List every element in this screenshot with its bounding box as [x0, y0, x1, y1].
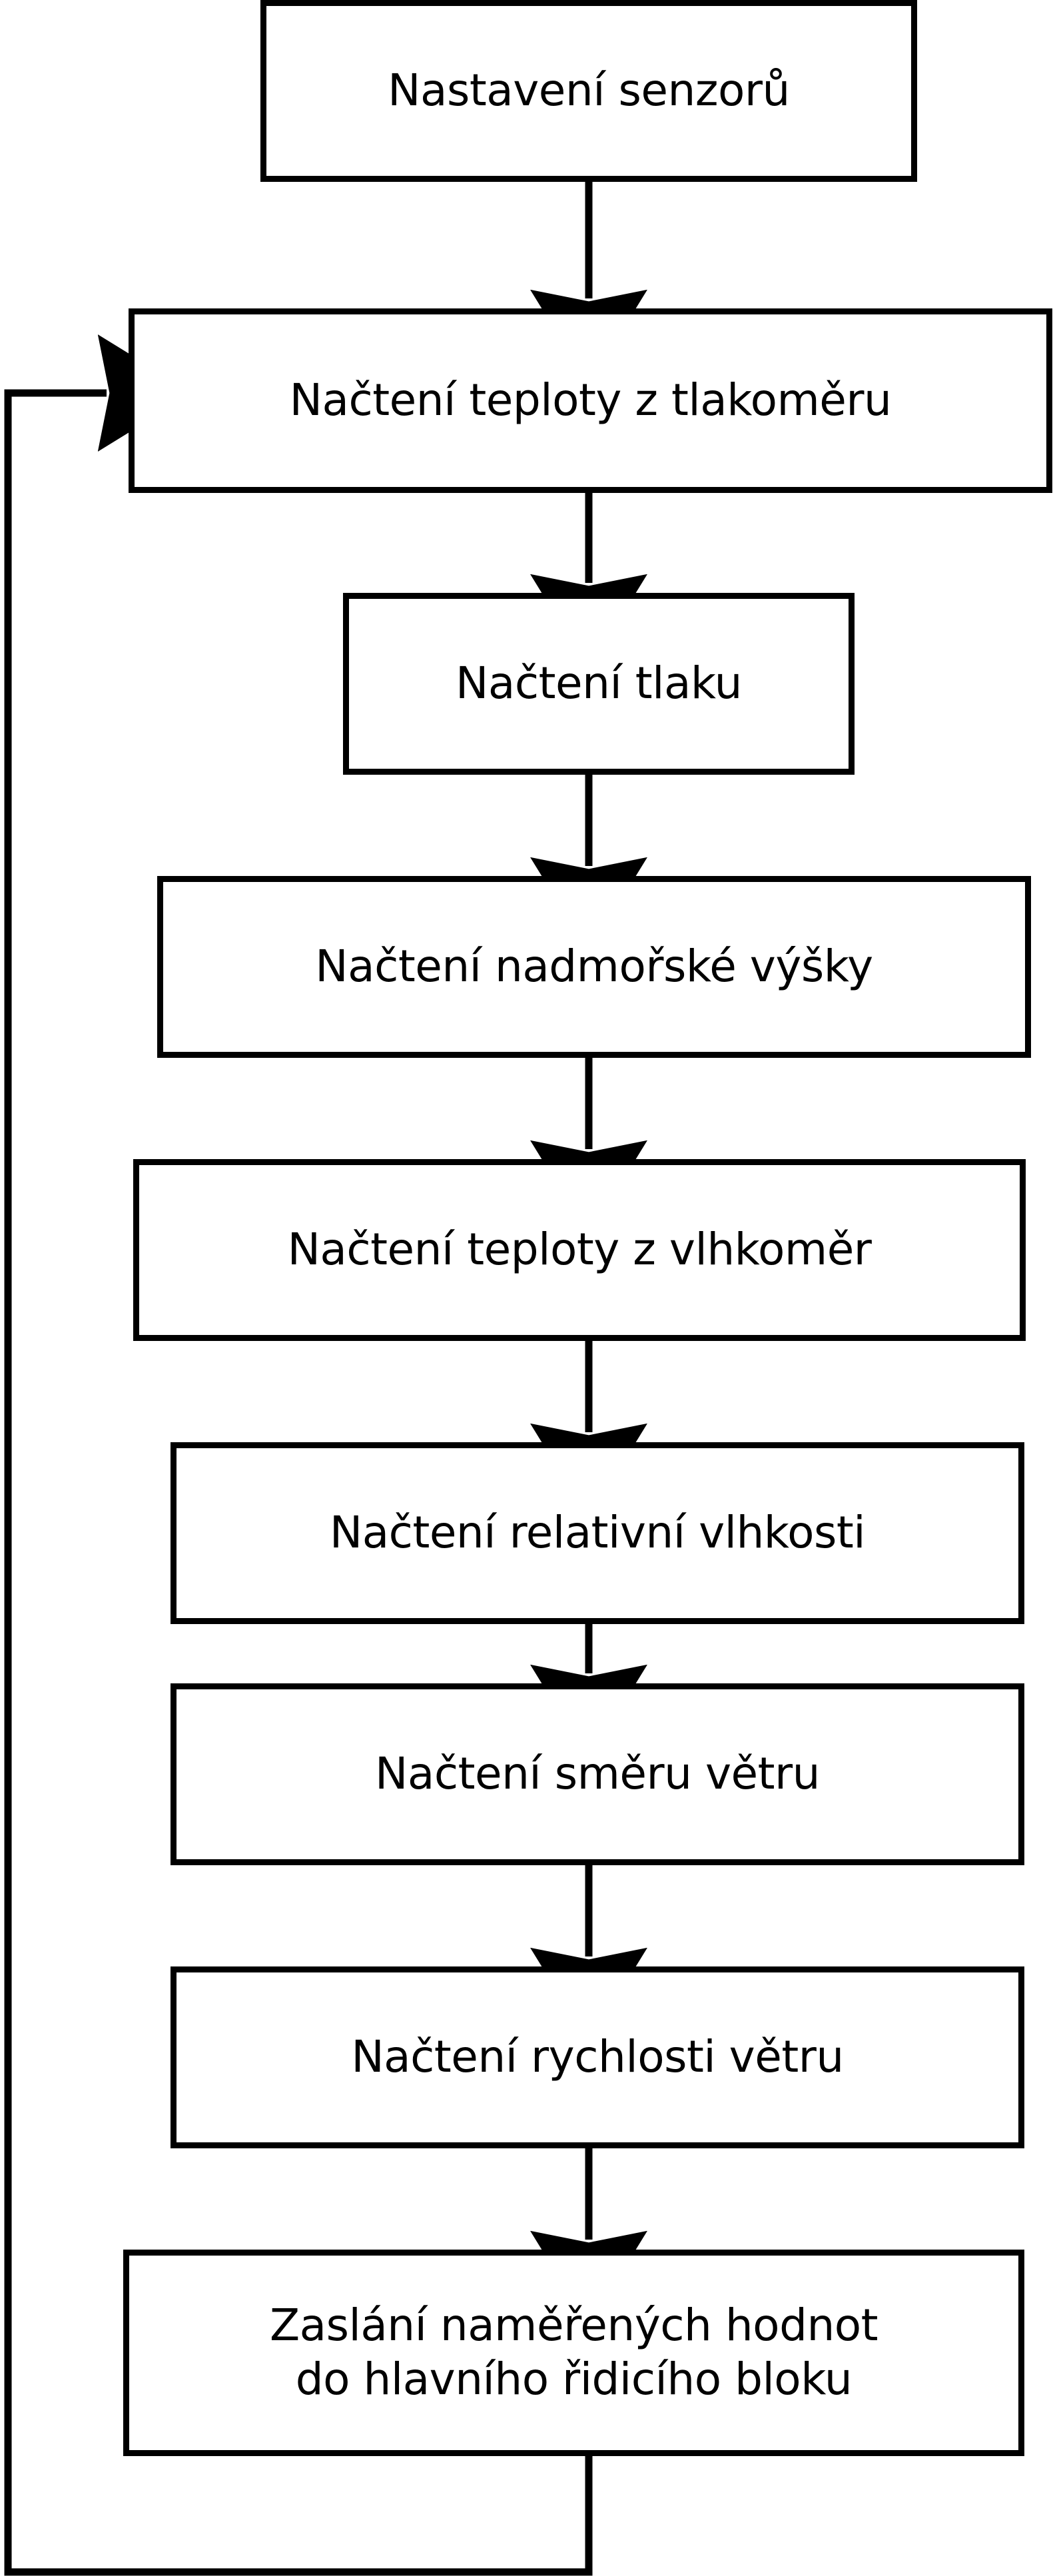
process-box-label: Načtení směru větru — [375, 1748, 820, 1800]
process-box-nacteni-relativni-vlhkosti[interactable]: Načtení relativní vlhkosti — [171, 1442, 1024, 1624]
process-box-zaslani-namerenych-hodnot[interactable]: Zaslání naměřených hodnot do hlavního ři… — [123, 2250, 1024, 2456]
process-box-label: Zaslání naměřených hodnot do hlavního ři… — [269, 2300, 879, 2405]
process-box-nacteni-smeru-vetru[interactable]: Načtení směru větru — [171, 1683, 1024, 1865]
process-box-nacteni-rychlosti-vetru[interactable]: Načtení rychlosti větru — [171, 1966, 1024, 2148]
process-box-label: Načtení tlaku — [456, 657, 742, 709]
process-box-nacteni-tlaku[interactable]: Načtení tlaku — [343, 593, 855, 775]
process-box-nastaveni-senzoru[interactable]: Nastavení senzorů — [260, 0, 917, 182]
process-box-nacteni-teploty-z-vlhkomer[interactable]: Načtení teploty z vlhkoměr — [133, 1159, 1026, 1341]
edge-n9-n2-loop — [4, 334, 593, 2576]
process-box-nacteni-nadmorske-vysky[interactable]: Načtení nadmořské výšky — [157, 876, 1031, 1058]
process-box-nacteni-teploty-z-tlakomeru[interactable]: Načtení teploty z tlakoměru — [129, 308, 1052, 493]
process-box-label: Nastavení senzorů — [388, 65, 790, 117]
process-box-label: Načtení rychlosti větru — [351, 2031, 844, 2083]
process-box-label: Načtení nadmořské výšky — [315, 941, 873, 993]
process-box-label: Načtení teploty z vlhkoměr — [287, 1224, 872, 1276]
process-box-label: Načtení relativní vlhkosti — [329, 1507, 866, 1559]
process-box-label: Načtení teploty z tlakoměru — [289, 374, 892, 426]
